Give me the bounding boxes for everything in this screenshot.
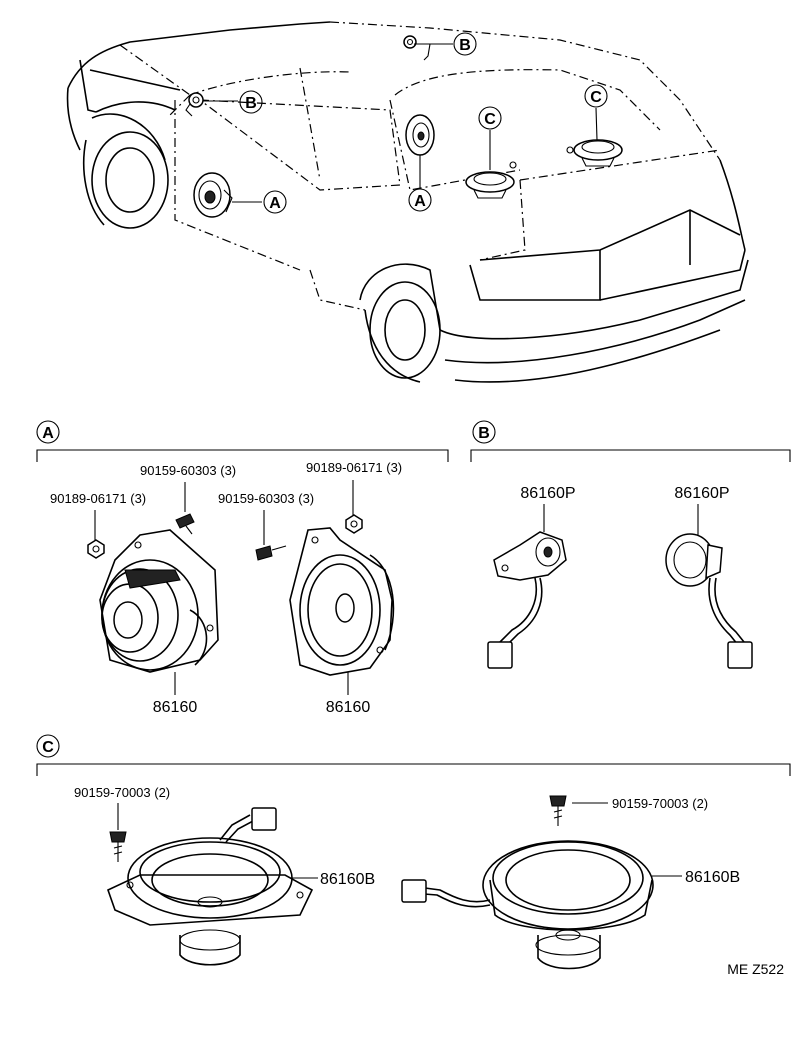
speaker-c-right-label: 86160B — [685, 869, 740, 886]
car-tweeter-b2 — [185, 92, 204, 117]
drawing-code: ME Z522 — [727, 961, 784, 977]
callout-car-c1: C — [478, 106, 502, 130]
callout-text: C — [590, 89, 602, 106]
screw-right-label: 90159-60303 (3) — [218, 491, 314, 506]
callout-car-c2: C — [584, 84, 608, 108]
section-b: B 86160P 86160P — [470, 420, 791, 669]
car-illustration — [66, 21, 749, 383]
screw-left-icon — [175, 513, 195, 535]
section-b-letter: B — [478, 425, 490, 442]
screw-c-left-icon — [109, 831, 127, 862]
callout-text: B — [459, 37, 471, 54]
nut-right-icon — [345, 514, 363, 534]
callout-car-b1: B — [453, 32, 477, 56]
tweeter-b-left — [487, 531, 567, 669]
section-c: C 90159-70003 (2) 90159-70003 (2) — [36, 734, 791, 970]
section-a-bracket — [36, 449, 449, 462]
speaker-a-left-label: 86160 — [153, 699, 198, 716]
callout-text: C — [484, 111, 496, 128]
screw-left-label: 90159-60303 (3) — [140, 463, 236, 478]
screw-c-right-icon — [549, 795, 567, 826]
callout-text: B — [245, 95, 257, 112]
nut-right-label: 90189-06171 (3) — [306, 460, 402, 475]
car-tweeter-b1 — [403, 35, 431, 61]
tweeter-b-right — [665, 533, 753, 669]
screw-c-right-label: 90159-70003 (2) — [612, 796, 708, 811]
screw-right-icon — [255, 545, 287, 561]
speaker-a-left — [99, 529, 219, 673]
section-c-bracket — [36, 763, 791, 776]
screw-c-left-label: 90159-70003 (2) — [74, 785, 170, 800]
section-a-badge — [36, 420, 60, 444]
car-speaker-c1 — [465, 161, 517, 199]
nut-left-icon — [87, 539, 105, 559]
section-a-letter: A — [42, 425, 54, 442]
speaker-a-right-label: 86160 — [326, 699, 371, 716]
tweeter-b-right-label: 86160P — [674, 485, 729, 502]
section-c-badge — [36, 734, 60, 758]
tweeter-b-left-label: 86160P — [520, 485, 575, 502]
speaker-a-right — [289, 527, 395, 676]
callout-car-a1: A — [263, 190, 287, 214]
car-speaker-c2 — [566, 139, 623, 167]
speaker-c-left-label: 86160B — [320, 871, 375, 888]
speaker-c-left — [107, 807, 314, 966]
callout-text: A — [414, 193, 426, 210]
section-c-letter: C — [42, 739, 54, 756]
nut-left-label: 90189-06171 (3) — [50, 491, 146, 506]
section-b-bracket — [470, 449, 791, 462]
section-b-badge — [472, 420, 496, 444]
section-a: A 90159-60303 (3) 90189-06171 (3) 90189-… — [36, 420, 449, 716]
car-speaker-a2 — [405, 114, 435, 156]
callout-car-a2: A — [408, 188, 432, 212]
speaker-c-right — [401, 840, 654, 970]
callout-text: A — [269, 195, 281, 212]
callout-car-b2: B — [239, 90, 263, 114]
car-speaker-a1 — [193, 172, 233, 218]
